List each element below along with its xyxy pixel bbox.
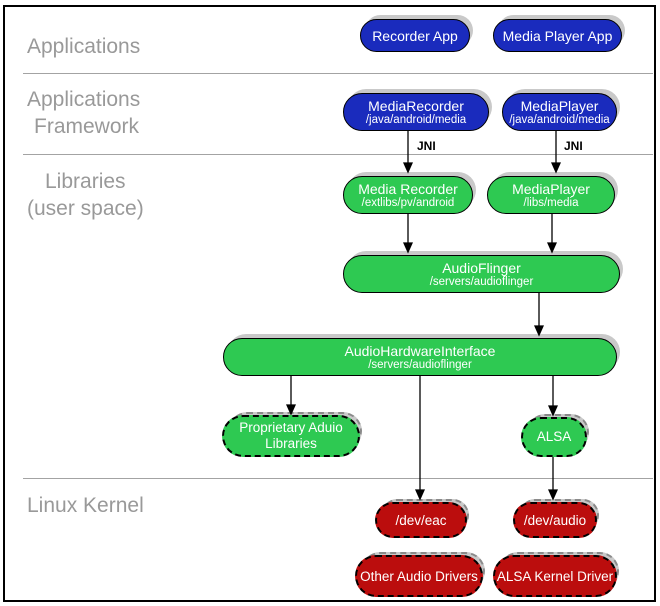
arrowhead-jni-right [550, 162, 562, 174]
jni-label-right: JNI [564, 139, 583, 153]
node-title: Media Player App [502, 27, 613, 44]
node-title-line2: Libraries [265, 436, 317, 451]
divider-framework-libraries [23, 154, 653, 155]
node-title: AudioHardwareInterface [344, 342, 496, 359]
arrowhead-ahi-to-proprietary [285, 404, 297, 416]
node-subtitle: /libs/media [523, 196, 579, 209]
node-subtitle: /servers/audioflinger [429, 275, 534, 288]
arrowhead-alsa-to-dev-audio [547, 489, 559, 501]
node-subtitle: /extlibs/pv/android [361, 196, 455, 209]
arrowhead-audioflinger-to-ahi [533, 325, 545, 337]
node-title: Other Audio Drivers [360, 568, 478, 584]
node-mediarecorder-framework: MediaRecorder /java/android/media [343, 89, 492, 131]
section-label-libraries-line2: (user space) [27, 197, 144, 220]
node-dev-audio: /dev/audio [513, 499, 599, 538]
arrowhead-mediarecorder-to-audioflinger [402, 242, 414, 254]
node-dev-eac: /dev/eac [375, 499, 469, 538]
node-title: /dev/audio [523, 512, 587, 528]
node-recorder-app: Recorder App [360, 15, 473, 52]
node-subtitle: /java/android/media [365, 113, 467, 126]
node-subtitle: /servers/audioflinger [368, 358, 472, 371]
node-title: MediaRecorder [368, 97, 464, 114]
node-audioflinger: AudioFlinger /servers/audioflinger [343, 251, 623, 293]
node-title: Recorder App [372, 27, 458, 44]
node-title: Proprietary Aduio [239, 420, 343, 435]
node-subtitle: /java/android/media [509, 113, 610, 126]
node-mediaplayer-lib: MediaPlayer /libs/media [487, 172, 618, 214]
arrowhead-ahi-to-alsa [547, 405, 559, 417]
node-other-audio-drivers: Other Audio Drivers [355, 552, 485, 597]
divider-applications-framework [23, 73, 653, 74]
section-label-libraries-line1: Libraries [45, 170, 126, 193]
node-mediaplayer-framework: MediaPlayer /java/android/media [502, 89, 620, 131]
jni-label-left: JNI [417, 139, 436, 153]
node-title: AudioFlinger [442, 259, 521, 276]
arrowhead-mediaplayer-to-audioflinger [546, 242, 558, 254]
node-audio-hardware-interface: AudioHardwareInterface /servers/audiofli… [223, 334, 620, 376]
section-label-applications: Applications [27, 35, 141, 58]
node-title: /dev/eac [395, 512, 447, 528]
section-label-framework-line1: Applications [27, 88, 141, 111]
section-label-kernel: Linux Kernel [27, 494, 144, 517]
node-media-recorder-lib: Media Recorder /extlibs/pv/android [343, 172, 476, 214]
section-label-libraries: Libraries (user space) [27, 168, 144, 222]
arrowhead-ahi-to-dev-eac [414, 489, 426, 501]
node-title: MediaPlayer [520, 97, 599, 114]
section-label-framework-line2: Framework [34, 115, 140, 138]
divider-libraries-kernel [23, 478, 653, 479]
outer-border [3, 5, 656, 602]
node-title: ALSA [536, 429, 572, 444]
node-proprietary-audio-libraries: Proprietary Aduio Libraries [222, 412, 362, 457]
node-title: ALSA Kernel Driver [496, 568, 614, 584]
node-alsa-kernel-driver: ALSA Kernel Driver [493, 552, 619, 597]
node-title: MediaPlayer [512, 180, 590, 197]
node-title: Media Recorder [358, 180, 458, 197]
arrowhead-jni-left [402, 162, 414, 174]
node-media-player-app: Media Player App [493, 15, 625, 52]
node-alsa: ALSA [521, 414, 589, 457]
